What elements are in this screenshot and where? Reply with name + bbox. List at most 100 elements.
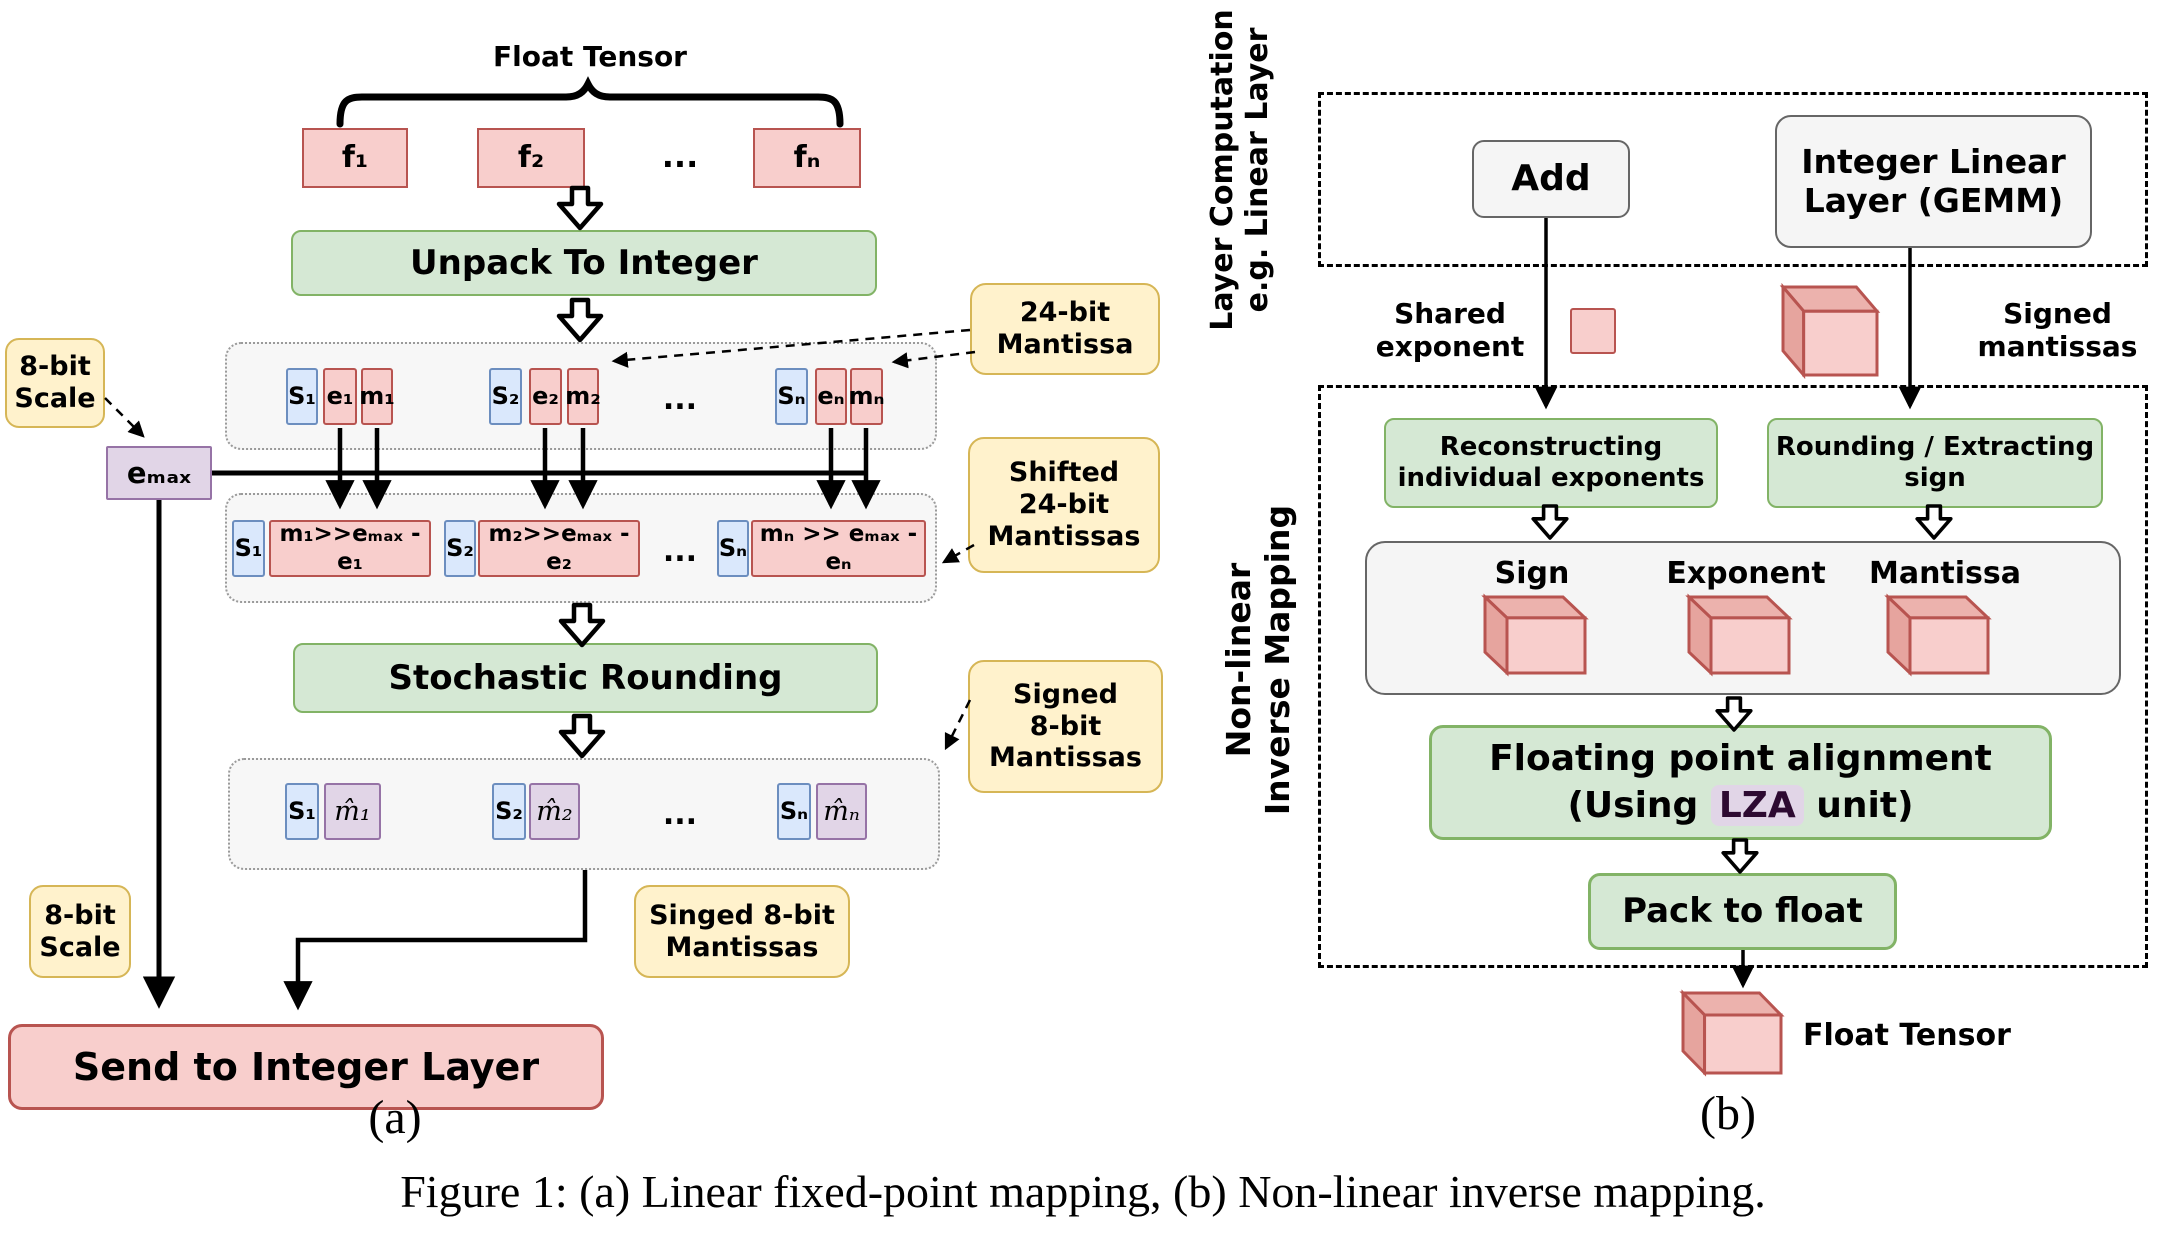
shared-exponent-line2: exponent bbox=[1375, 330, 1525, 363]
signed-8bit-label: Signed 8-bit Mantissas bbox=[968, 660, 1163, 793]
float-tensor-output-label: Float Tensor bbox=[1803, 1018, 2011, 1053]
signed-mantissas-label: Signed mantissas bbox=[1975, 296, 2140, 363]
emax-node: eₘₐₓ bbox=[106, 446, 212, 500]
shifted-sign-s1: S₁ bbox=[232, 520, 265, 577]
layer-computation-dashed-box bbox=[1318, 92, 2148, 267]
scale-8bit-top-label: 8-bit Scale bbox=[5, 338, 105, 428]
rounded-mant-m1: m̂₁ bbox=[324, 783, 381, 840]
rounded-mant-m2: m̂₂ bbox=[529, 783, 580, 840]
scale-bottom-line1: 8-bit bbox=[44, 899, 116, 931]
send-to-integer-layer-node: Send to Integer Layer bbox=[8, 1024, 604, 1110]
field-exponent-label: Exponent bbox=[1666, 556, 1826, 591]
add-node: Add bbox=[1472, 140, 1630, 218]
shifted-mant-m2: m₂>>eₘₐₓ - e₂ bbox=[478, 520, 640, 577]
rounded-sign-s2: S₂ bbox=[492, 783, 526, 840]
layer-computation-line1: Layer Computation bbox=[1204, 9, 1240, 331]
signed-mantissas-line1: Signed bbox=[2003, 296, 2112, 330]
rounding-line2: sign bbox=[1904, 463, 1966, 493]
signed-mantissas-line2: mantissas bbox=[1977, 330, 2138, 363]
exp-box-e1: e₁ bbox=[323, 368, 357, 425]
signed8-line3: Mantissas bbox=[989, 742, 1142, 774]
gemm-line2: Layer (GEMM) bbox=[1803, 180, 2064, 220]
signed8-line2: 8-bit bbox=[1029, 710, 1102, 742]
scale-bottom-line2: Scale bbox=[39, 931, 121, 963]
panel-b-caption: (b) bbox=[1700, 1087, 1756, 1140]
align-pre-text: (Using bbox=[1567, 784, 1711, 826]
reconstructing-line1: Reconstructing bbox=[1439, 432, 1663, 463]
block-arrow-to-unpacked-row bbox=[556, 297, 604, 343]
align-post-text: unit) bbox=[1803, 784, 1914, 826]
align-line2: (Using LZA unit) bbox=[1567, 784, 1914, 827]
nonlinear-line2: Inverse Mapping bbox=[1258, 504, 1297, 816]
nonlinear-inverse-rotated-label: Non-linear Inverse Mapping bbox=[1209, 425, 1309, 895]
align-line1: Floating point alignment bbox=[1489, 738, 1992, 780]
shifted-label-line3: Mantissas bbox=[987, 520, 1141, 552]
figure-caption: Figure 1: (a) Linear fixed-point mapping… bbox=[400, 1166, 1766, 1217]
singed8-line2: Mantissas bbox=[665, 931, 819, 963]
scale-top-line2: Scale bbox=[14, 383, 96, 414]
scale-top-dashed-arrow bbox=[104, 397, 145, 438]
float-box-f2: f₂ bbox=[477, 128, 585, 188]
shifted-sign-s2: S₂ bbox=[444, 520, 476, 577]
shifted-mant-m1: m₁>>eₘₐₓ - e₁ bbox=[269, 520, 431, 577]
shifted-sign-sn: Sₙ bbox=[717, 520, 749, 577]
shared-exponent-line1: Shared bbox=[1394, 296, 1506, 330]
float-tensor-cube-icon bbox=[1683, 993, 1781, 1073]
rounded-to-send-elbow-arrow bbox=[283, 870, 588, 1011]
sign-box-s1: S₁ bbox=[286, 368, 318, 425]
gemm-node: Integer Linear Layer (GEMM) bbox=[1775, 115, 2092, 248]
mant-box-m1: m₁ bbox=[359, 368, 395, 425]
field-sign-label: Sign bbox=[1494, 556, 1570, 591]
singed8-line1: Singed 8-bit bbox=[649, 899, 835, 931]
lza-chip: LZA bbox=[1710, 784, 1804, 826]
field-mantissa-label: Mantissa bbox=[1868, 556, 2022, 591]
scale-top-line1: 8-bit bbox=[19, 351, 91, 383]
exp-box-e2: e₂ bbox=[529, 368, 562, 425]
shifted-label-line2: 24-bit bbox=[1018, 489, 1110, 521]
exp-box-en: eₙ bbox=[815, 368, 847, 425]
float-tensor-brace bbox=[336, 76, 844, 128]
block-arrow-to-stochastic bbox=[558, 602, 606, 648]
layer-computation-rotated-label: Layer Computation e.g. Linear Layer bbox=[1198, 0, 1282, 340]
signed-mantissas-cube-icon bbox=[1783, 287, 1877, 375]
shared-exponent-square-icon bbox=[1570, 308, 1616, 354]
sign-box-sn: Sₙ bbox=[775, 368, 808, 425]
scale-8bit-bottom-label: 8-bit Scale bbox=[29, 885, 131, 978]
rounded-sign-s1: S₁ bbox=[285, 783, 319, 840]
nonlinear-line1: Non-linear bbox=[1219, 562, 1259, 758]
float-tensor-label: Float Tensor bbox=[492, 40, 687, 73]
mantissa24-line1: 24-bit bbox=[1019, 297, 1111, 329]
signed8-line1: Signed bbox=[1013, 678, 1118, 710]
float-row-ellipsis: ... bbox=[661, 137, 699, 175]
sign-box-s2: S₂ bbox=[489, 368, 522, 425]
reconstructing-line2: individual exponents bbox=[1397, 463, 1705, 493]
shifted-mant-mn: mₙ >> eₘₐₓ - eₙ bbox=[751, 520, 926, 577]
layer-computation-line2: e.g. Linear Layer bbox=[1240, 27, 1275, 313]
float-box-f1: f₁ bbox=[302, 128, 408, 188]
singed-8bit-label: Singed 8-bit Mantissas bbox=[634, 885, 850, 978]
mantissa-24bit-label: 24-bit Mantissa bbox=[970, 283, 1160, 375]
floating-point-alignment-node: Floating point alignment (Using LZA unit… bbox=[1429, 725, 2052, 840]
reconstructing-exponents-node: Reconstructing individual exponents bbox=[1384, 418, 1718, 508]
block-arrow-to-unpack bbox=[556, 185, 604, 231]
block-arrow-to-rounded-row bbox=[558, 713, 606, 759]
signed8-label-dashed-arrow bbox=[944, 699, 972, 751]
rounding-extracting-node: Rounding / Extracting sign bbox=[1767, 418, 2103, 508]
rounded-sign-sn: Sₙ bbox=[777, 783, 811, 840]
shifted-label-line1: Shifted bbox=[1008, 457, 1120, 489]
shared-exponent-label: Shared exponent bbox=[1370, 296, 1530, 363]
mant-box-mn: mₙ bbox=[849, 368, 884, 425]
mant-box-m2: m₂ bbox=[565, 368, 601, 425]
panel-a-caption: (a) bbox=[368, 1091, 422, 1144]
unpacked-row-ellipsis: ... bbox=[662, 382, 698, 417]
float-box-fn: fₙ bbox=[753, 128, 861, 188]
rounded-mant-mn: m̂ₙ bbox=[816, 783, 867, 840]
stochastic-rounding-node: Stochastic Rounding bbox=[293, 643, 878, 713]
shifted-row-ellipsis: ... bbox=[662, 534, 698, 569]
mantissa24-line2: Mantissa bbox=[996, 329, 1134, 360]
pack-to-float-node: Pack to float bbox=[1588, 873, 1897, 950]
rounding-line1: Rounding / Extracting bbox=[1775, 432, 2095, 463]
unpack-to-integer-node: Unpack To Integer bbox=[291, 230, 877, 296]
rounded-row-ellipsis: ... bbox=[662, 797, 698, 832]
